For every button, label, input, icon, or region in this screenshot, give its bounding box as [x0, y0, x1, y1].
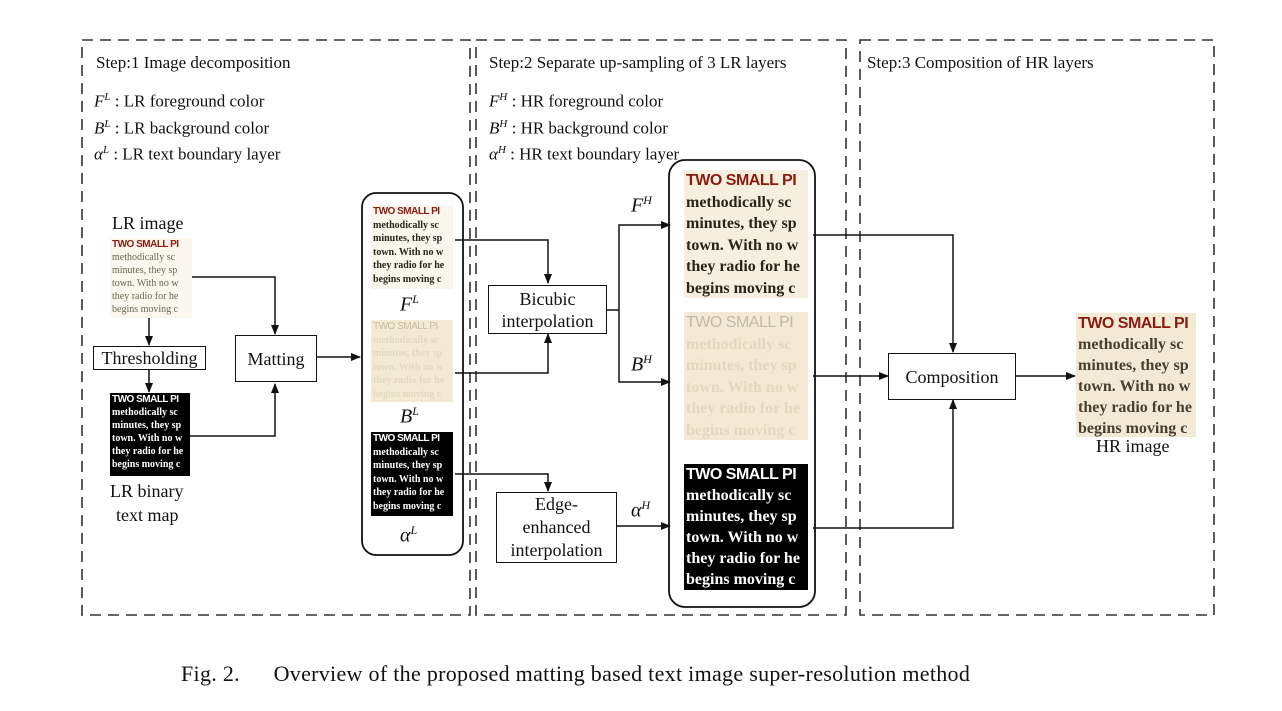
legend-lr-foreground: FL : LR foreground color [94, 91, 265, 111]
step1-title: Step:1 Image decomposition [96, 53, 291, 72]
figure-caption-text: Overview of the proposed matting based t… [273, 661, 971, 686]
matting-box: Matting [235, 335, 317, 382]
lr-binary-label-2: text map [116, 505, 179, 525]
legend-hr-foreground: FH : HR foreground color [489, 91, 664, 111]
lr-binary-label-1: LR binary [110, 481, 184, 501]
legend-lr-background: BL : LR background color [94, 117, 270, 138]
step2-title: Step:2 Separate up-sampling of 3 LR laye… [489, 53, 787, 72]
step1-frame [81, 39, 471, 616]
lr-boundary-thumbnail: TWO SMALL PI methodically sc minutes, th… [371, 432, 453, 516]
legend-hr: FH : HR foreground color BH : HR backgro… [489, 86, 679, 166]
edge-label-3: interpolation [510, 540, 603, 560]
thresholding-box: Thresholding [93, 346, 206, 370]
composition-box: Composition [888, 353, 1016, 400]
bicubic-label-2: interpolation [501, 310, 594, 331]
edge-label-1: Edge- [535, 494, 578, 514]
edge-label-2: enhanced [522, 517, 591, 537]
step3-title: Step:3 Composition of HR layers [867, 53, 1094, 72]
hr-boundary-symbol: αH [631, 498, 651, 522]
hr-boundary-thumbnail: TWO SMALL PI methodically sc minutes, th… [684, 464, 808, 590]
lr-boundary-symbol: αL [400, 523, 418, 547]
hr-background-symbol: BH [631, 352, 652, 376]
legend-lr: FL : LR foreground color BL : LR backgro… [94, 86, 280, 166]
step2-frame [475, 39, 847, 616]
bicubic-label-1: Bicubic [519, 288, 576, 309]
hr-image-thumbnail: TWO SMALL PI methodically sc minutes, th… [1076, 313, 1196, 437]
lr-image-thumbnail: TWO SMALL PI methodically sc minutes, th… [110, 238, 192, 318]
legend-hr-background: BH : HR background color [489, 117, 668, 138]
hr-layers-container [668, 159, 816, 608]
step3-frame [859, 39, 1215, 616]
lr-binary-map-thumbnail: TWO SMALL PI methodically sc minutes, th… [110, 393, 190, 476]
lr-layers-container [361, 192, 464, 556]
hr-background-thumbnail: TWO SMALL PI methodically sc minutes, th… [684, 312, 808, 440]
hr-foreground-symbol: FH [631, 193, 652, 217]
legend-hr-boundary: αH : HR text boundary layer [489, 144, 680, 164]
edge-enhanced-interpolation-box: Edge- enhanced interpolation [496, 492, 617, 563]
legend-lr-boundary: αL : LR text boundary layer [94, 144, 281, 164]
hr-foreground-thumbnail: TWO SMALL PI methodically sc minutes, th… [684, 170, 808, 298]
lr-image-label: LR image [112, 213, 184, 233]
lr-background-thumbnail: TWO SMALL PI methodically sc minutes, th… [371, 320, 453, 402]
bicubic-interpolation-box: Bicubic interpolation [488, 285, 607, 334]
figure-caption: Fig. 2. Overview of the proposed matting… [181, 661, 970, 687]
lr-foreground-thumbnail: TWO SMALL PI methodically sc minutes, th… [371, 205, 453, 289]
lr-foreground-symbol: FL [400, 292, 419, 316]
hr-image-label: HR image [1096, 436, 1170, 456]
lr-background-symbol: BL [400, 404, 419, 428]
figure-number: Fig. 2. [181, 661, 240, 686]
